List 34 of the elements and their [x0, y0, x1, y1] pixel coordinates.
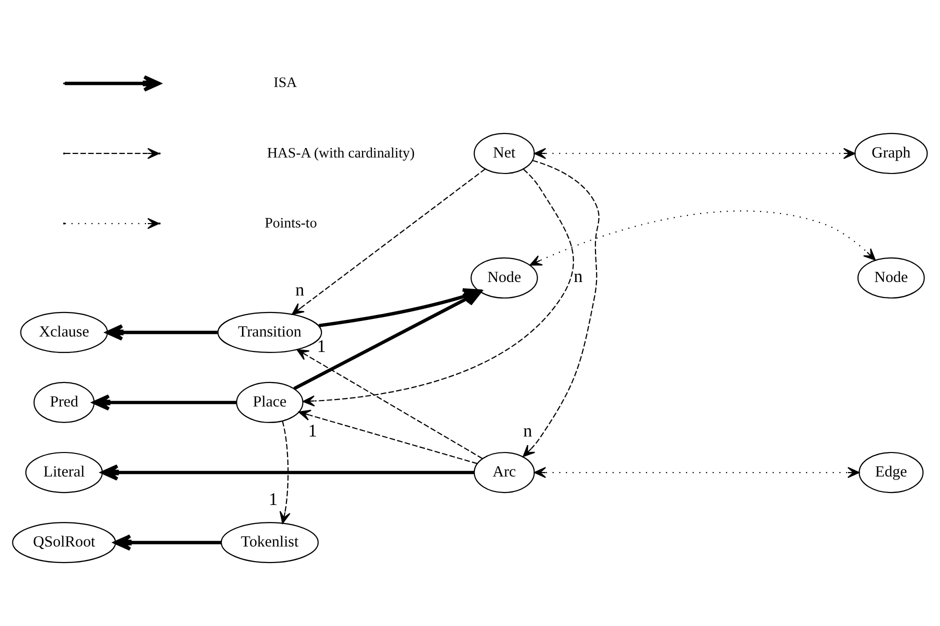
- node-ellipse: Net: [474, 132, 535, 174]
- arrow: [298, 410, 478, 464]
- arrow: [114, 534, 222, 551]
- node-ellipse: Place: [236, 382, 304, 424]
- arrow: [92, 394, 236, 411]
- arrow: [530, 210, 876, 266]
- arrow: [293, 290, 482, 390]
- node-ellipse: Xclause: [20, 312, 108, 354]
- arrow: [296, 349, 483, 459]
- edge-label: n: [295, 279, 304, 300]
- node-ellipse: Node: [470, 257, 538, 299]
- arrow: [106, 324, 218, 341]
- arrow: [280, 420, 290, 524]
- edge-label: n: [523, 420, 532, 441]
- arrow: [101, 464, 474, 481]
- node-ellipse: Pred: [34, 382, 95, 424]
- edge-label: 1: [308, 420, 318, 441]
- arrow: [534, 466, 860, 478]
- legend-label: Points-to: [264, 215, 317, 232]
- legend-label: HAS-A (with cardinality): [267, 145, 415, 162]
- arrow: [522, 160, 600, 458]
- node-ellipse: QSolRoot: [12, 522, 116, 564]
- edge-label: 1: [268, 488, 278, 509]
- node-ellipse: Edge: [858, 452, 924, 494]
- arrow: [302, 168, 574, 407]
- node-ellipse: Graph: [854, 132, 928, 174]
- node-ellipse: Arc: [474, 452, 535, 494]
- legend-label: ISA: [274, 75, 297, 92]
- edge-label: n: [574, 266, 583, 286]
- arrow: [534, 148, 856, 160]
- node-ellipse: Tokenlist: [220, 522, 319, 564]
- node-ellipse: Node: [857, 257, 925, 299]
- arrow: [292, 168, 486, 315]
- node-ellipse: Literal: [25, 452, 103, 494]
